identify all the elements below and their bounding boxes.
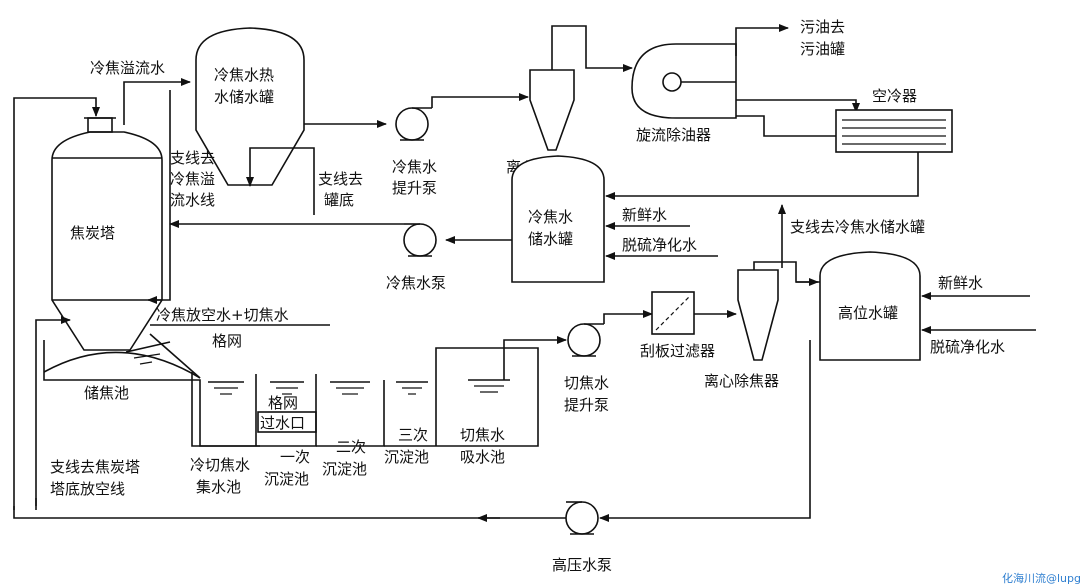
pool-collect-label-2: 集水池	[196, 478, 241, 496]
pool-third-label-1: 三次	[398, 426, 428, 444]
cold-water-pump	[403, 223, 437, 257]
overflow-water-label: 冷焦溢流水	[90, 59, 165, 77]
pool-second-label-2: 沉淀池	[322, 460, 367, 478]
cut-pump-to-filter-line	[603, 310, 653, 324]
pool-second-label-1: 二次	[336, 438, 366, 456]
fresh-water-label-1: 新鲜水	[622, 206, 667, 224]
cut-water-pump	[567, 323, 604, 357]
branch-vent-label-2: 塔底放空线	[50, 480, 125, 498]
coke-pool-label: 储焦池	[84, 384, 129, 402]
grid-label-1: 格网	[212, 332, 242, 350]
suction-line	[503, 336, 567, 380]
cut-pump-label-1: 切焦水	[564, 374, 609, 392]
branch-overflow-label-3: 流水线	[170, 191, 215, 209]
pool-collect-label-1: 冷切焦水	[190, 456, 250, 474]
branch-overflow-label-2: 冷焦溢	[170, 170, 215, 188]
pool-first-label-2: 沉淀池	[264, 470, 309, 488]
oil-remover-label: 旋流除油器	[636, 126, 711, 144]
oil-out-line	[735, 24, 789, 56]
hp-pump-label: 高压水泵	[552, 556, 612, 574]
branch-overflow-line	[147, 90, 171, 304]
pool-third-label-2: 沉淀池	[384, 448, 429, 466]
pool-suction-label-1: 切焦水	[460, 426, 505, 444]
storage-tank-label-2: 储水罐	[528, 230, 573, 248]
oil-out-label-2: 污油罐	[800, 40, 845, 58]
settling-pools	[191, 347, 539, 447]
scraper-filter	[651, 291, 695, 335]
lift-pump	[395, 107, 432, 141]
desulf-water-label-1: 脱硫净化水	[622, 236, 697, 254]
bottom-cyclone	[737, 261, 824, 361]
cold-storage-tank	[511, 155, 605, 283]
fresh-water-label-2: 新鲜水	[938, 274, 983, 292]
branch-tank-bottom-label-2: 罐底	[324, 191, 354, 209]
lift-to-cyclone-line	[431, 93, 529, 108]
branch-tank-bottom-label-1: 支线去	[318, 170, 363, 188]
pool-suction-label-2: 吸水池	[460, 448, 505, 466]
coke-pit	[43, 333, 260, 447]
bottom-cyclone-label: 离心除焦器	[704, 372, 779, 390]
oil-bottom-line	[736, 115, 836, 137]
oil-to-cooler-line	[736, 99, 860, 113]
vent-cut-water-label: 冷焦放空水+切焦水	[156, 306, 289, 324]
hot-water-tank	[195, 27, 305, 186]
cyclone-to-oil-line	[585, 60, 633, 72]
coke-tower-label: 焦炭塔	[70, 224, 115, 242]
cut-pump-label-2: 提升泵	[564, 396, 609, 414]
hp-pump-return-line	[13, 506, 566, 519]
cooler-to-storage-line	[605, 152, 919, 200]
coke-tower	[51, 117, 163, 351]
high-pressure-pump	[565, 501, 599, 535]
scraper-filter-label: 刮板过滤器	[640, 342, 715, 360]
branch-to-storage-label: 支线去冷焦水储水罐	[790, 218, 925, 236]
oil-remover	[631, 43, 737, 119]
hot-tank-label-2: 水储水罐	[214, 88, 274, 106]
high-level-tank	[819, 251, 921, 361]
grid-label-2: 格网	[268, 394, 298, 412]
desulf-water-label-2: 脱硫净化水	[930, 338, 1005, 356]
hot-tank-label-1: 冷焦水热	[214, 66, 274, 84]
air-cooler-label: 空冷器	[872, 87, 917, 105]
air-cooler	[835, 109, 953, 153]
top-cyclone	[529, 25, 587, 151]
overflow-line	[123, 78, 191, 125]
storage-tank-label-1: 冷焦水	[528, 208, 573, 226]
weir-label: 过水口	[260, 414, 305, 432]
cold-pump-label: 冷焦水泵	[386, 274, 446, 292]
high-tank-label: 高位水罐	[838, 304, 898, 322]
pool-first-label-1: 一次	[280, 448, 310, 466]
vent-water-line	[35, 316, 71, 510]
tower-feed-line	[13, 97, 100, 510]
watermark: 化海川流@lupg	[1002, 571, 1081, 585]
branch-vent-label-1: 支线去焦炭塔	[50, 458, 140, 476]
high-tank-to-hp-pump-line	[599, 340, 811, 522]
tank-bottom-line	[246, 147, 315, 215]
lift-pump-label-1: 冷焦水	[392, 158, 437, 176]
oil-out-label-1: 污油去	[800, 18, 845, 36]
lift-pump-label-2: 提升泵	[392, 179, 437, 197]
branch-overflow-label-1: 支线去	[170, 149, 215, 167]
